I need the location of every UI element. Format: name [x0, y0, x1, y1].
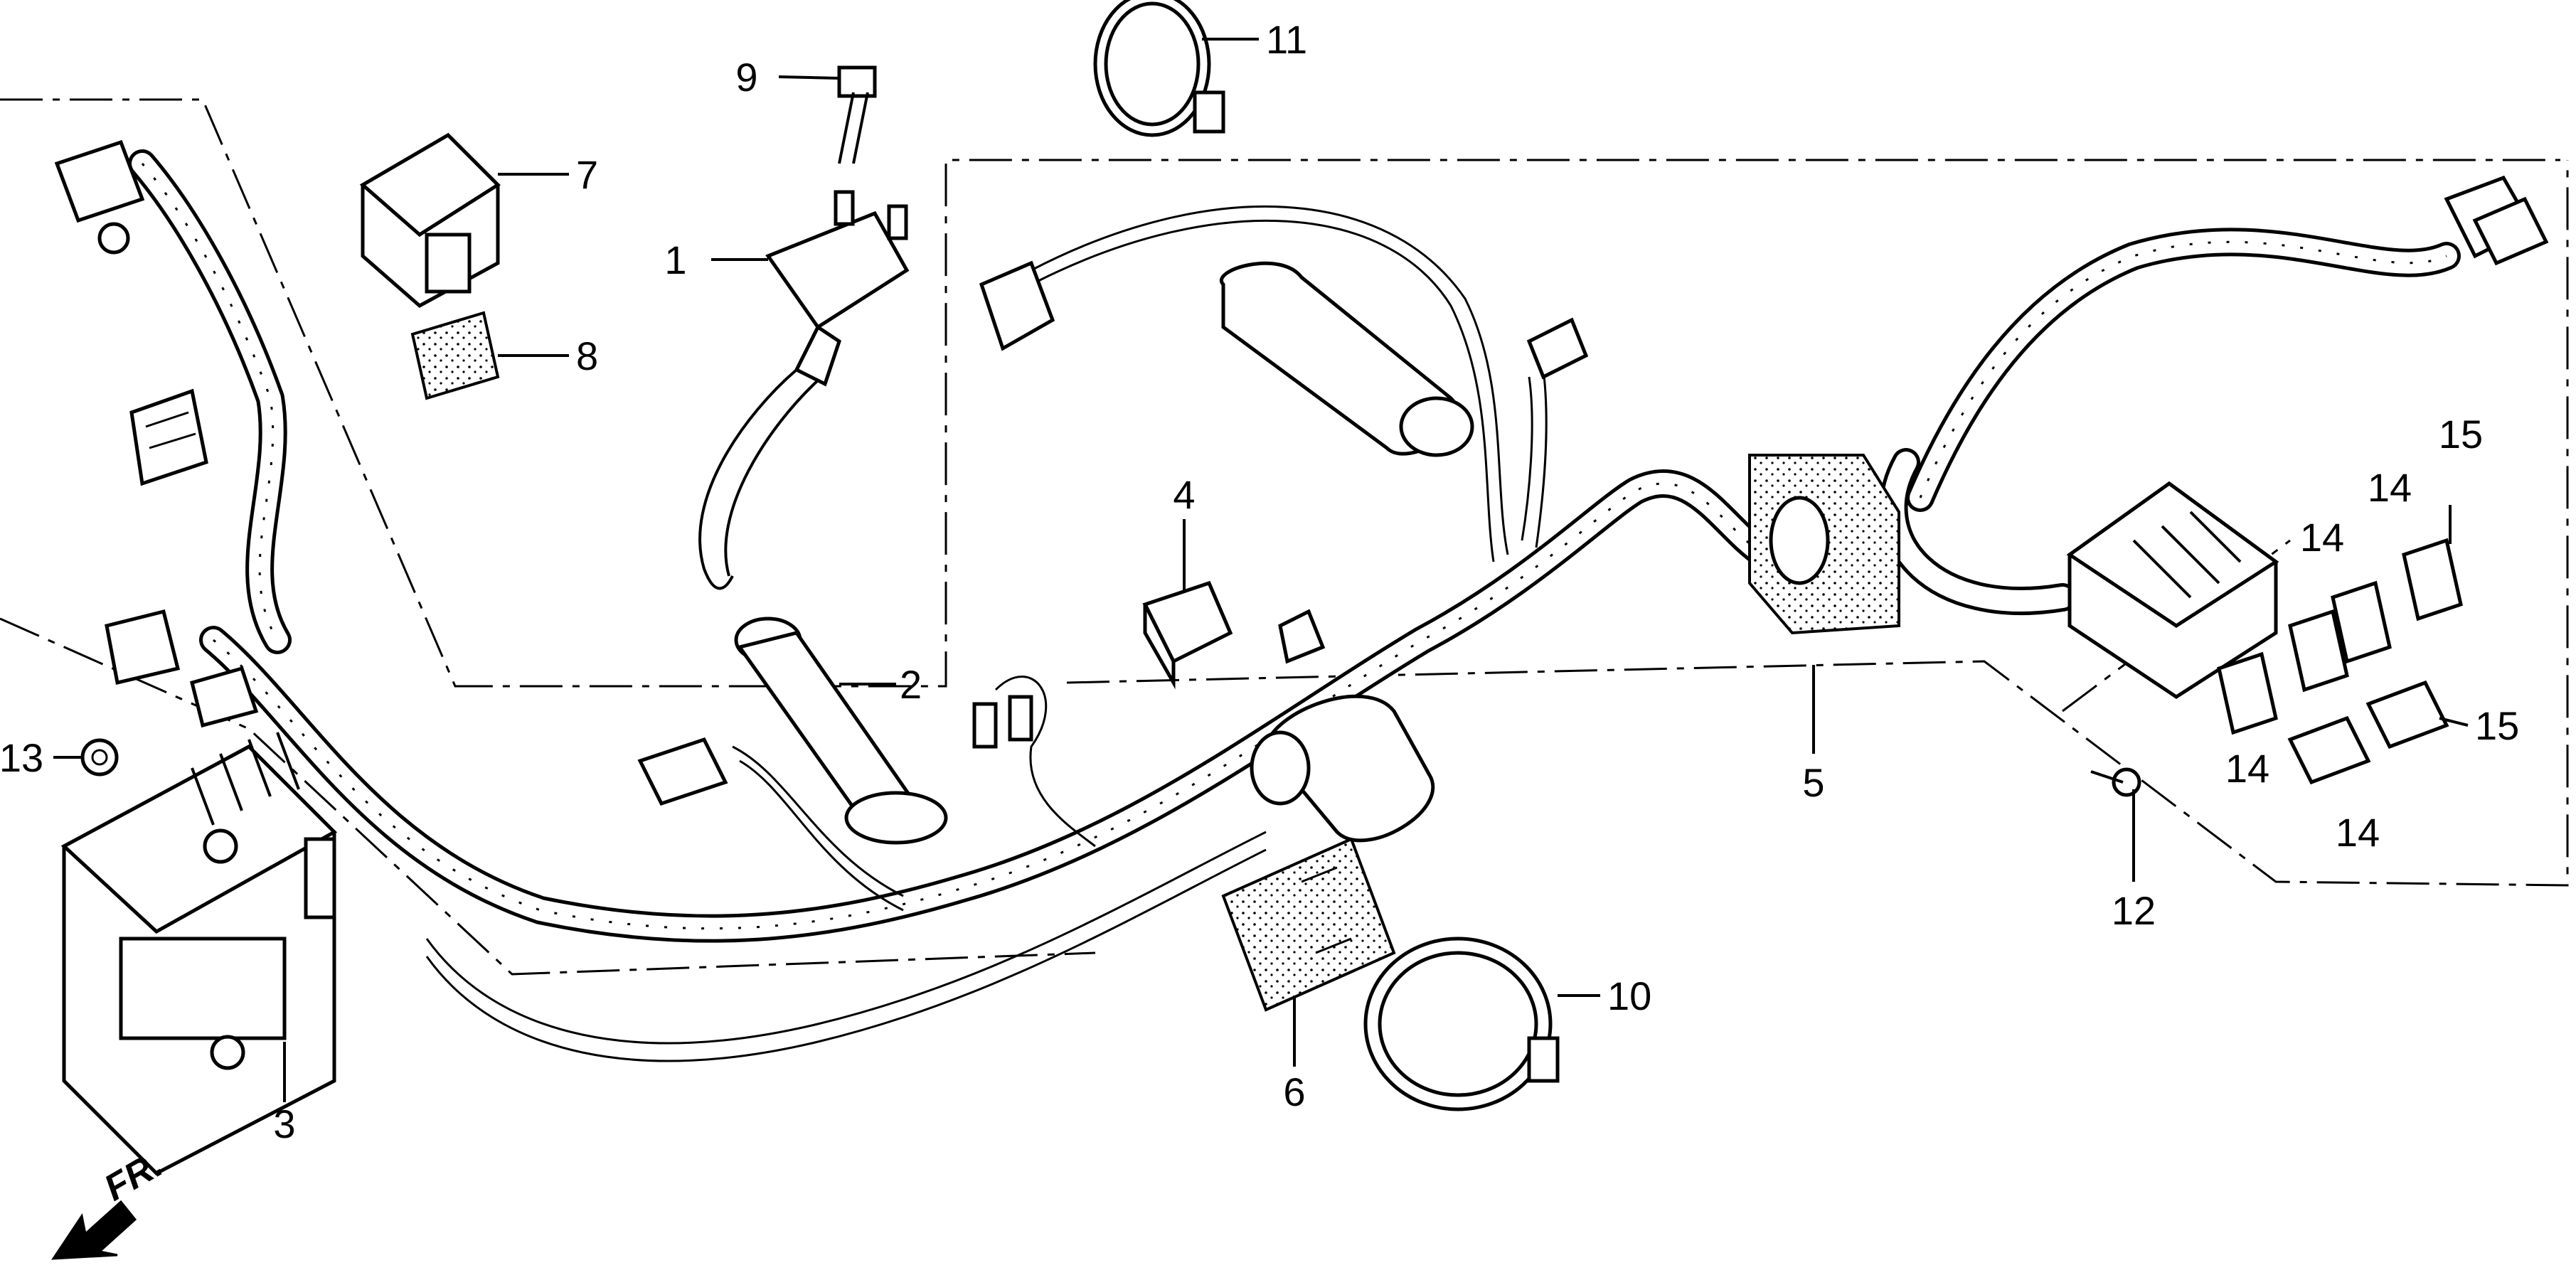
callout-4: 4: [1173, 472, 1195, 517]
callout-7: 7: [576, 152, 598, 197]
rubber-mount-part: [410, 311, 500, 400]
fuses: [2217, 538, 2463, 785]
bolt-part: [837, 65, 877, 164]
coupler-part: [1748, 454, 1900, 635]
callout-13: 13: [0, 735, 43, 780]
ignition-switch-part: [698, 190, 910, 590]
callout-1: 1: [664, 238, 686, 282]
main-wire-harness: [128, 149, 2461, 1062]
callout-12: 12: [2112, 888, 2156, 933]
callout-14a: 14: [2300, 515, 2344, 560]
callout-10: 10: [1607, 973, 1651, 1018]
callout-11: 11: [1266, 17, 1307, 62]
fuse-box: [2066, 481, 2279, 699]
mid-connector: [637, 737, 728, 806]
band-11-part: [1093, 0, 1225, 137]
lower-left-couplers: [105, 609, 259, 728]
leader-lines: [53, 38, 2469, 1102]
callout-9: 9: [735, 55, 757, 100]
spade-terminals: [972, 317, 1589, 749]
callout-labels: 1 2 3 4 5 6 7 8 9 10 11 12 13 14 14 14 1…: [0, 17, 2519, 1209]
callout-14b: 14: [2368, 465, 2412, 510]
upper-connector: [979, 260, 1055, 351]
spark-plug-cap-part: [734, 617, 948, 845]
callout-5: 5: [1802, 760, 1824, 805]
callout-14d: 14: [2336, 810, 2380, 855]
fuse-box-outline: [1066, 160, 2569, 887]
callout-14c: 14: [2225, 746, 2269, 791]
callout-8: 8: [576, 334, 598, 378]
nut-part: [80, 738, 119, 777]
top-left-connector: [54, 139, 145, 255]
condenser: [1250, 694, 1435, 843]
callout-6: 6: [1283, 1069, 1305, 1114]
callout-2: 2: [900, 662, 922, 707]
callout-15b: 15: [2475, 703, 2519, 748]
gasket-part: [1221, 837, 1396, 1012]
mid-left-coupler: [129, 388, 208, 486]
screw-part: [2090, 767, 2141, 797]
band-10-part: [1363, 937, 1560, 1111]
relay-part: [1142, 580, 1233, 690]
regulator-rectifier-part: [60, 732, 338, 1176]
callout-3: 3: [273, 1101, 295, 1146]
flasher-relay-part: [359, 132, 501, 309]
top-right-connector: [2444, 175, 2549, 266]
callout-15a: 15: [2439, 412, 2483, 457]
left-lower-outline: [0, 617, 1096, 976]
front-direction-arrow: [51, 1200, 137, 1260]
ignition-coil: [1219, 261, 1474, 457]
left-group-outline: [0, 98, 2560, 688]
